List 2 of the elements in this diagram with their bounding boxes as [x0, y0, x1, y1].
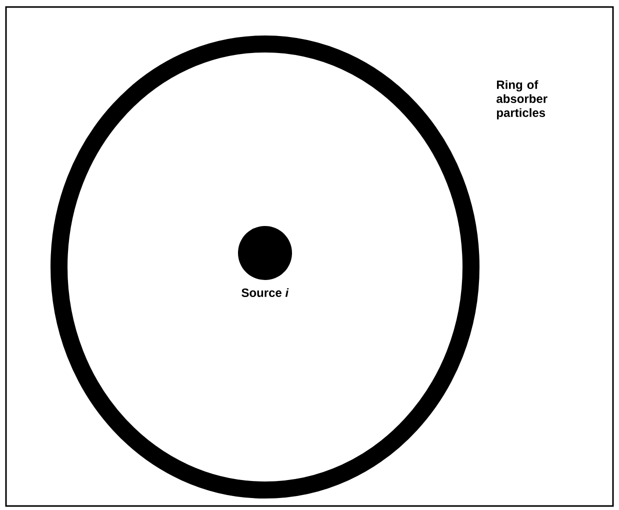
- ring-label: Ring of absorber particles: [496, 80, 548, 120]
- source-label: Source i: [242, 288, 289, 297]
